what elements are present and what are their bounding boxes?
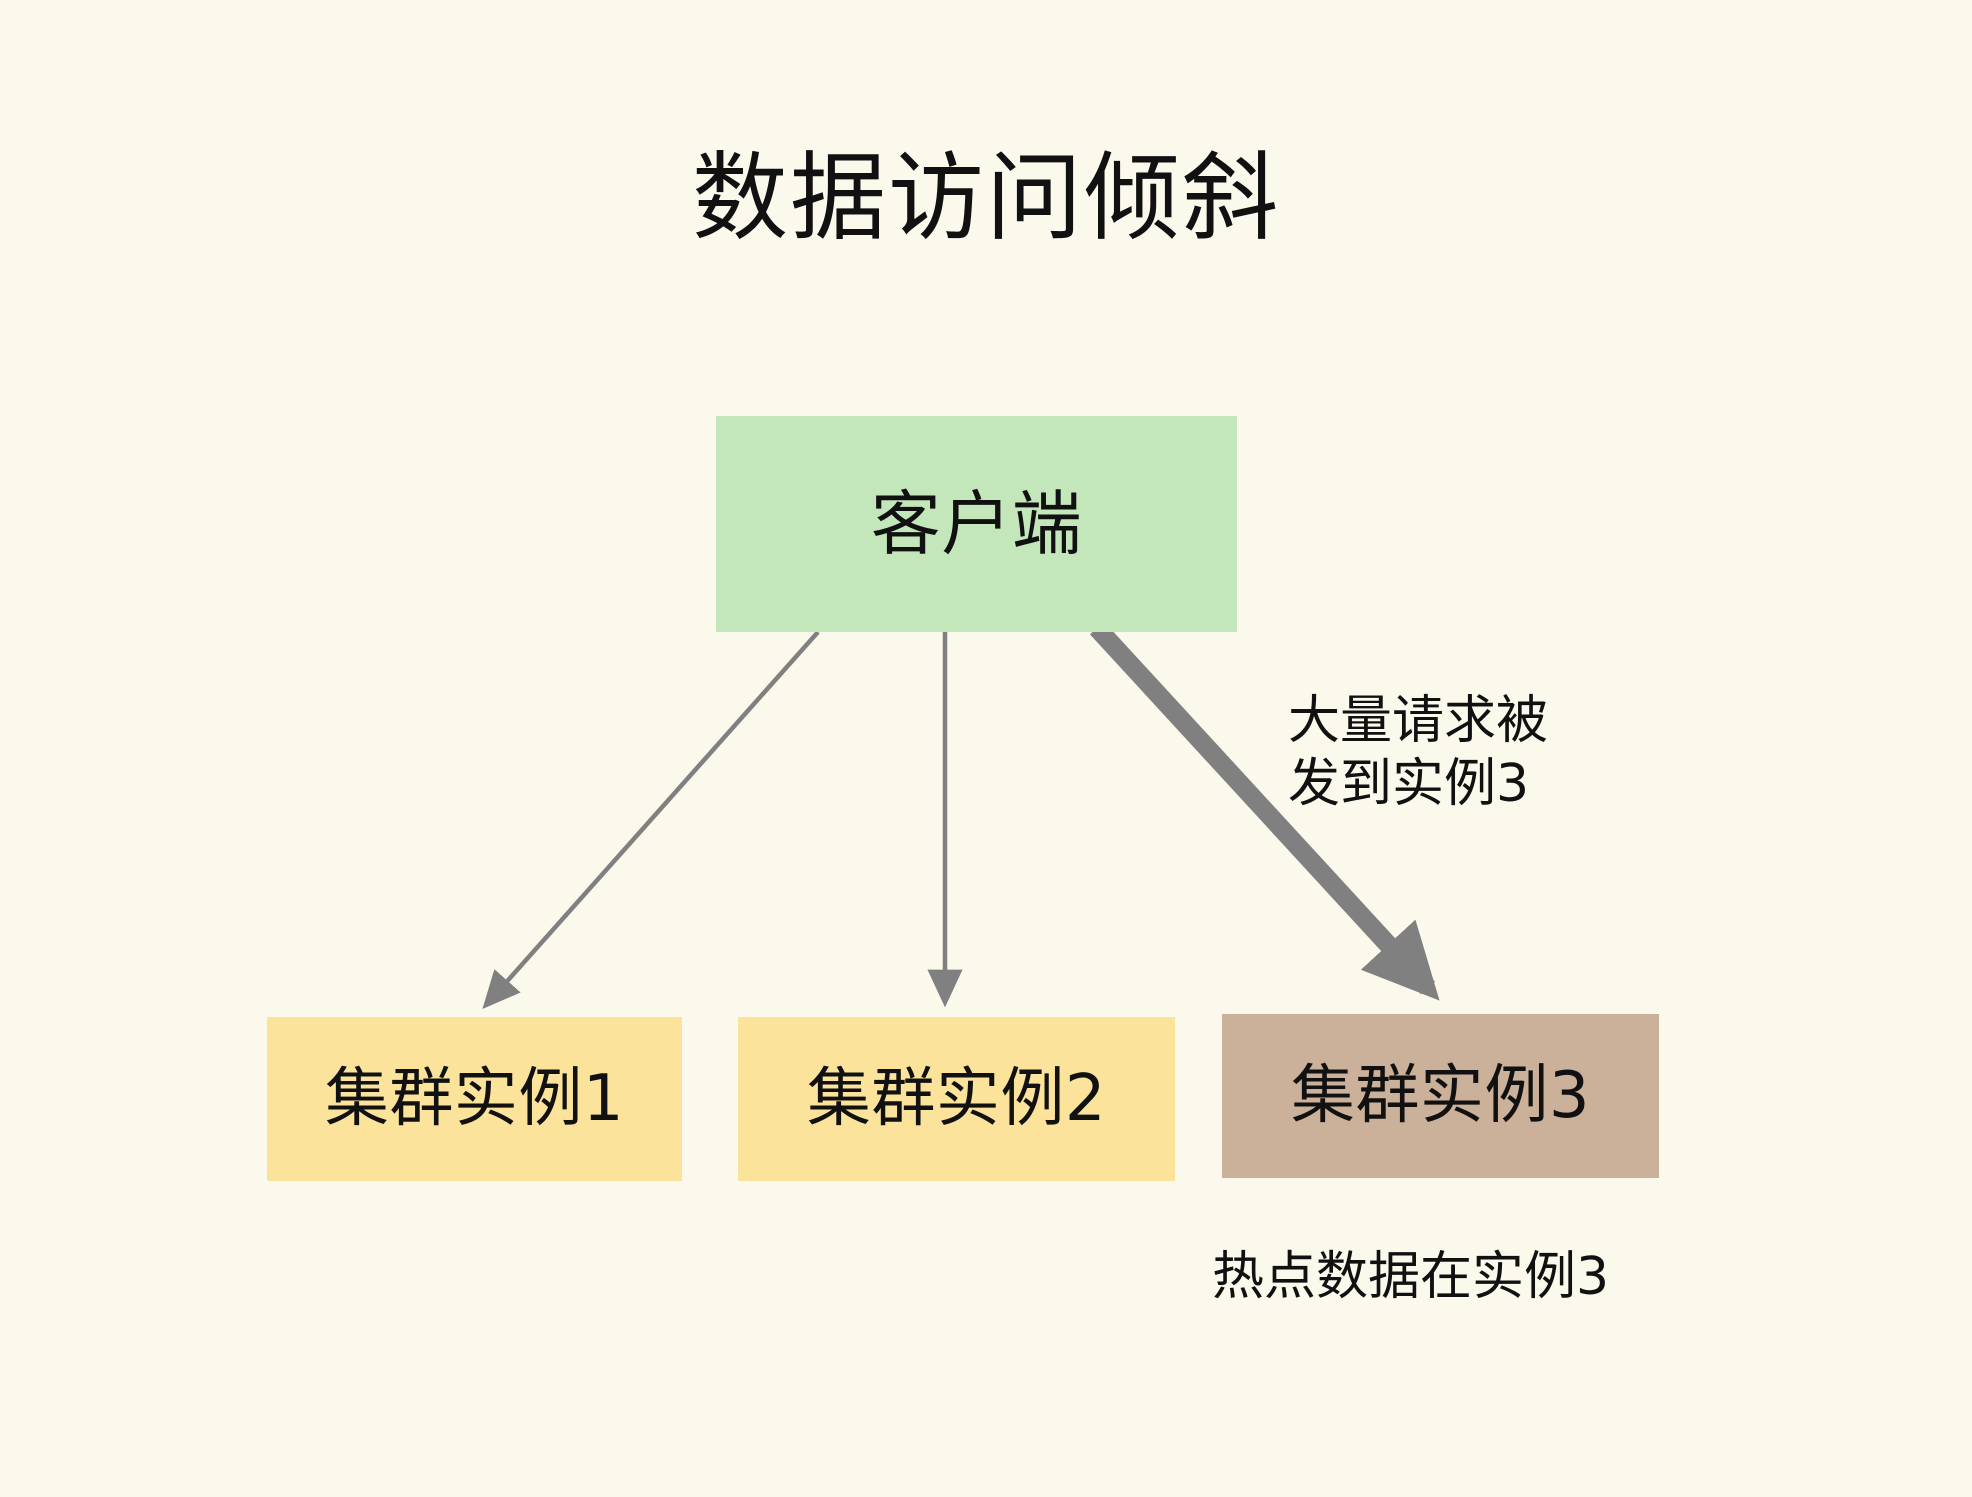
heavy-traffic-annotation: 大量请求被 发到实例3 (1288, 691, 1549, 815)
hotspot-caption: 热点数据在实例3 (1212, 1247, 1610, 1307)
node-instance-3[interactable]: 集群实例3 (1222, 1014, 1659, 1178)
node-instance-2-label: 集群实例2 (806, 1062, 1107, 1136)
edge-client-to-instance-1 (482, 630, 820, 1010)
node-client-label: 客户端 (870, 483, 1083, 565)
node-client[interactable]: 客户端 (716, 416, 1237, 632)
node-instance-3-label: 集群实例3 (1290, 1059, 1591, 1133)
page-title: 数据访问倾斜 (692, 142, 1280, 254)
node-instance-2[interactable]: 集群实例2 (738, 1017, 1175, 1181)
node-instance-1-label: 集群实例1 (324, 1062, 625, 1136)
node-instance-1[interactable]: 集群实例1 (267, 1017, 682, 1181)
